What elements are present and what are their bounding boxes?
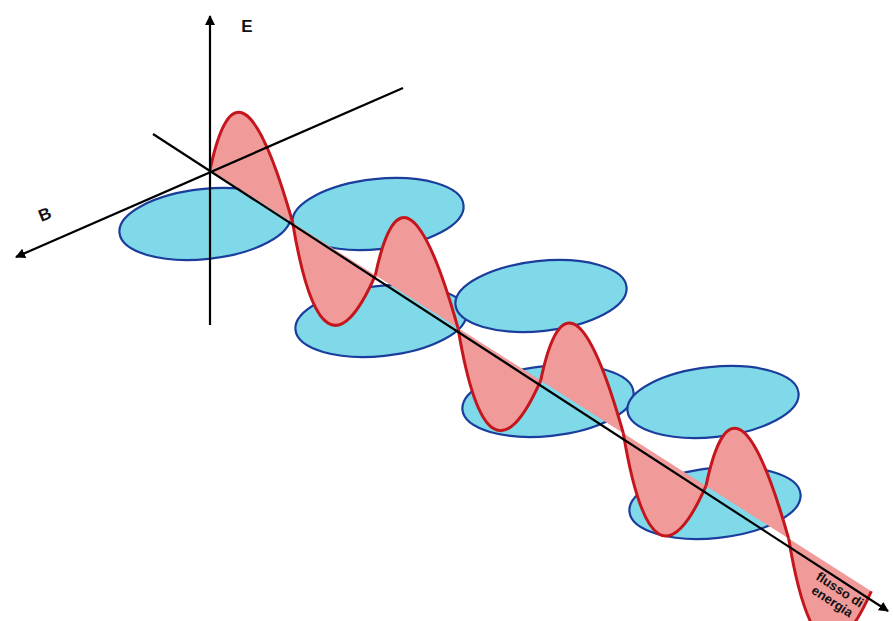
e-field-lobe xyxy=(706,428,789,538)
e-field-curve xyxy=(541,323,624,433)
wave-shapes xyxy=(116,112,871,621)
e-field-curve xyxy=(293,223,376,326)
e-field-lobe xyxy=(541,323,624,433)
b-field-lobe xyxy=(624,358,802,446)
e-field-lobe xyxy=(293,223,376,326)
e-field-curve xyxy=(458,328,541,431)
e-field-curve xyxy=(706,428,789,538)
e-field-lobe xyxy=(458,328,541,431)
b-axis xyxy=(16,88,403,257)
propagation-axis xyxy=(153,134,888,611)
e-field-curve xyxy=(375,218,458,328)
b-label: B xyxy=(28,201,62,229)
e-label: E xyxy=(232,18,262,36)
e-field-lobe xyxy=(375,218,458,328)
b-field-lobe xyxy=(452,252,630,340)
